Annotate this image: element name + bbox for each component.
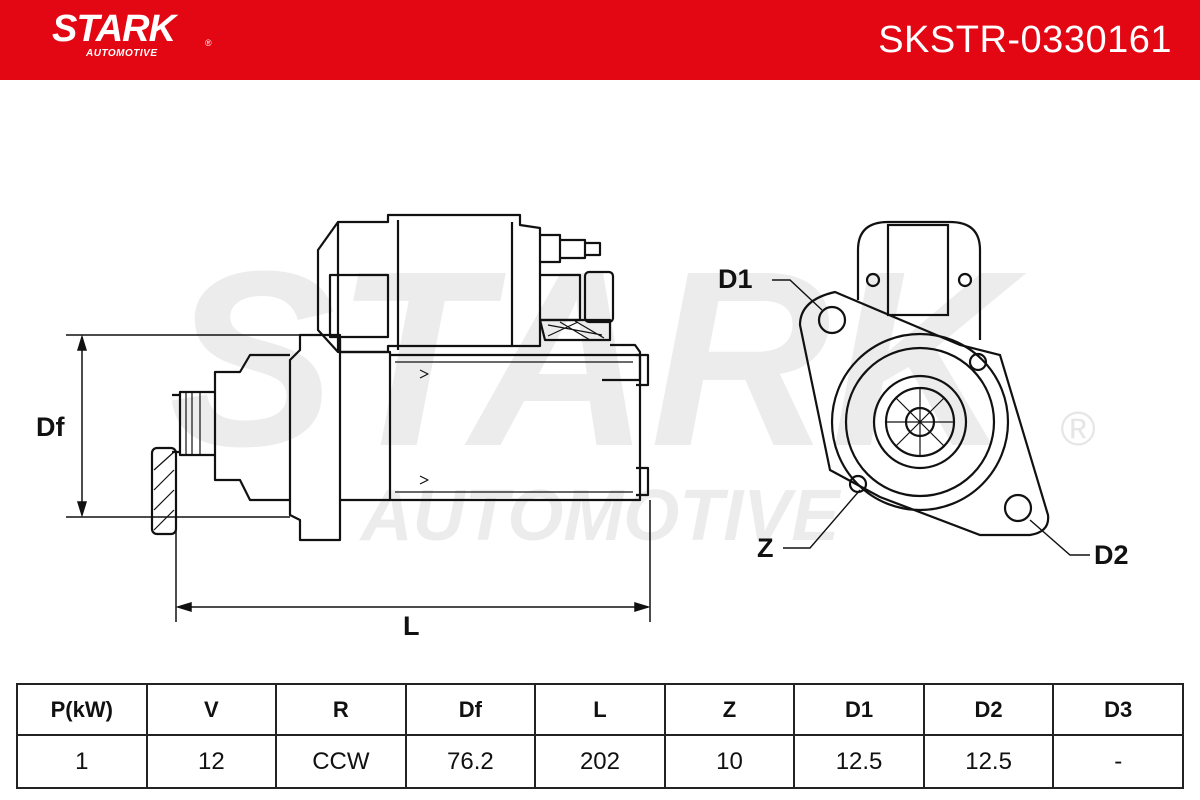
spec-value: CCW (275, 734, 407, 789)
specs-value-row: 1 12 CCW 76.2 202 10 12.5 12.5 - (16, 734, 1184, 789)
label-d1: D1 (718, 264, 753, 294)
spec-value: - (1052, 734, 1184, 789)
spec-header: Z (663, 683, 796, 736)
spec-header: R (275, 683, 407, 736)
spec-header: L (534, 683, 666, 736)
part-number: SKSTR-0330161 (878, 19, 1172, 61)
hole-d1 (817, 305, 847, 335)
hole-d2 (1003, 493, 1033, 523)
side-dimensions (66, 334, 651, 622)
motor-housing (390, 353, 642, 502)
spec-header: D2 (922, 683, 1055, 736)
technical-drawing: STARK AUTOMOTIVE ® (0, 80, 1200, 670)
end-housing-outer (830, 332, 1010, 512)
stark-logo: STARK ® AUTOMOTIVE (52, 8, 212, 59)
watermark-stark: STARK (169, 219, 1027, 498)
label-z: Z (757, 533, 774, 563)
spec-value: 76.2 (404, 734, 537, 789)
logo-wordmark: STARK (52, 8, 176, 50)
end-flange (798, 290, 1050, 537)
spec-value: 12.5 (922, 734, 1055, 789)
spec-header: D3 (1052, 683, 1184, 736)
logo-registered-mark: ® (205, 38, 212, 48)
spec-value: 1 (16, 734, 148, 789)
label-l: L (403, 611, 420, 641)
watermark-automotive: AUTOMOTIVE (359, 476, 842, 556)
end-solenoid (856, 220, 982, 340)
specs-table: P(kW) V R Df L Z D1 D2 D3 1 12 CCW 76.2 … (16, 683, 1184, 789)
label-d2: D2 (1094, 540, 1129, 570)
starter-motor-drawing: STARK AUTOMOTIVE ® (66, 213, 1096, 622)
spec-header: P(kW) (16, 683, 148, 736)
spec-header: D1 (793, 683, 925, 736)
logo-subtitle: AUTOMOTIVE (86, 48, 158, 59)
watermark-registered: ® (1060, 403, 1095, 456)
mounting-flange (288, 333, 342, 542)
side-view (150, 213, 650, 542)
spec-value: 202 (534, 734, 666, 789)
watermark: STARK AUTOMOTIVE ® (169, 219, 1096, 556)
specs-header-row: P(kW) V R Df L Z D1 D2 D3 (16, 683, 1184, 736)
drive-nose (213, 353, 290, 502)
spec-header: Df (404, 683, 537, 736)
pinion-gear (150, 446, 178, 536)
end-view-leaders (772, 279, 1090, 556)
spec-value: 12 (145, 734, 278, 789)
end-view (798, 220, 1050, 537)
spec-value: 12.5 (793, 734, 925, 789)
spec-header: V (145, 683, 278, 736)
header-bar: STARK ® AUTOMOTIVE SKSTR-0330161 (0, 0, 1200, 80)
spec-value: 10 (663, 734, 796, 789)
label-df: Df (36, 412, 65, 442)
